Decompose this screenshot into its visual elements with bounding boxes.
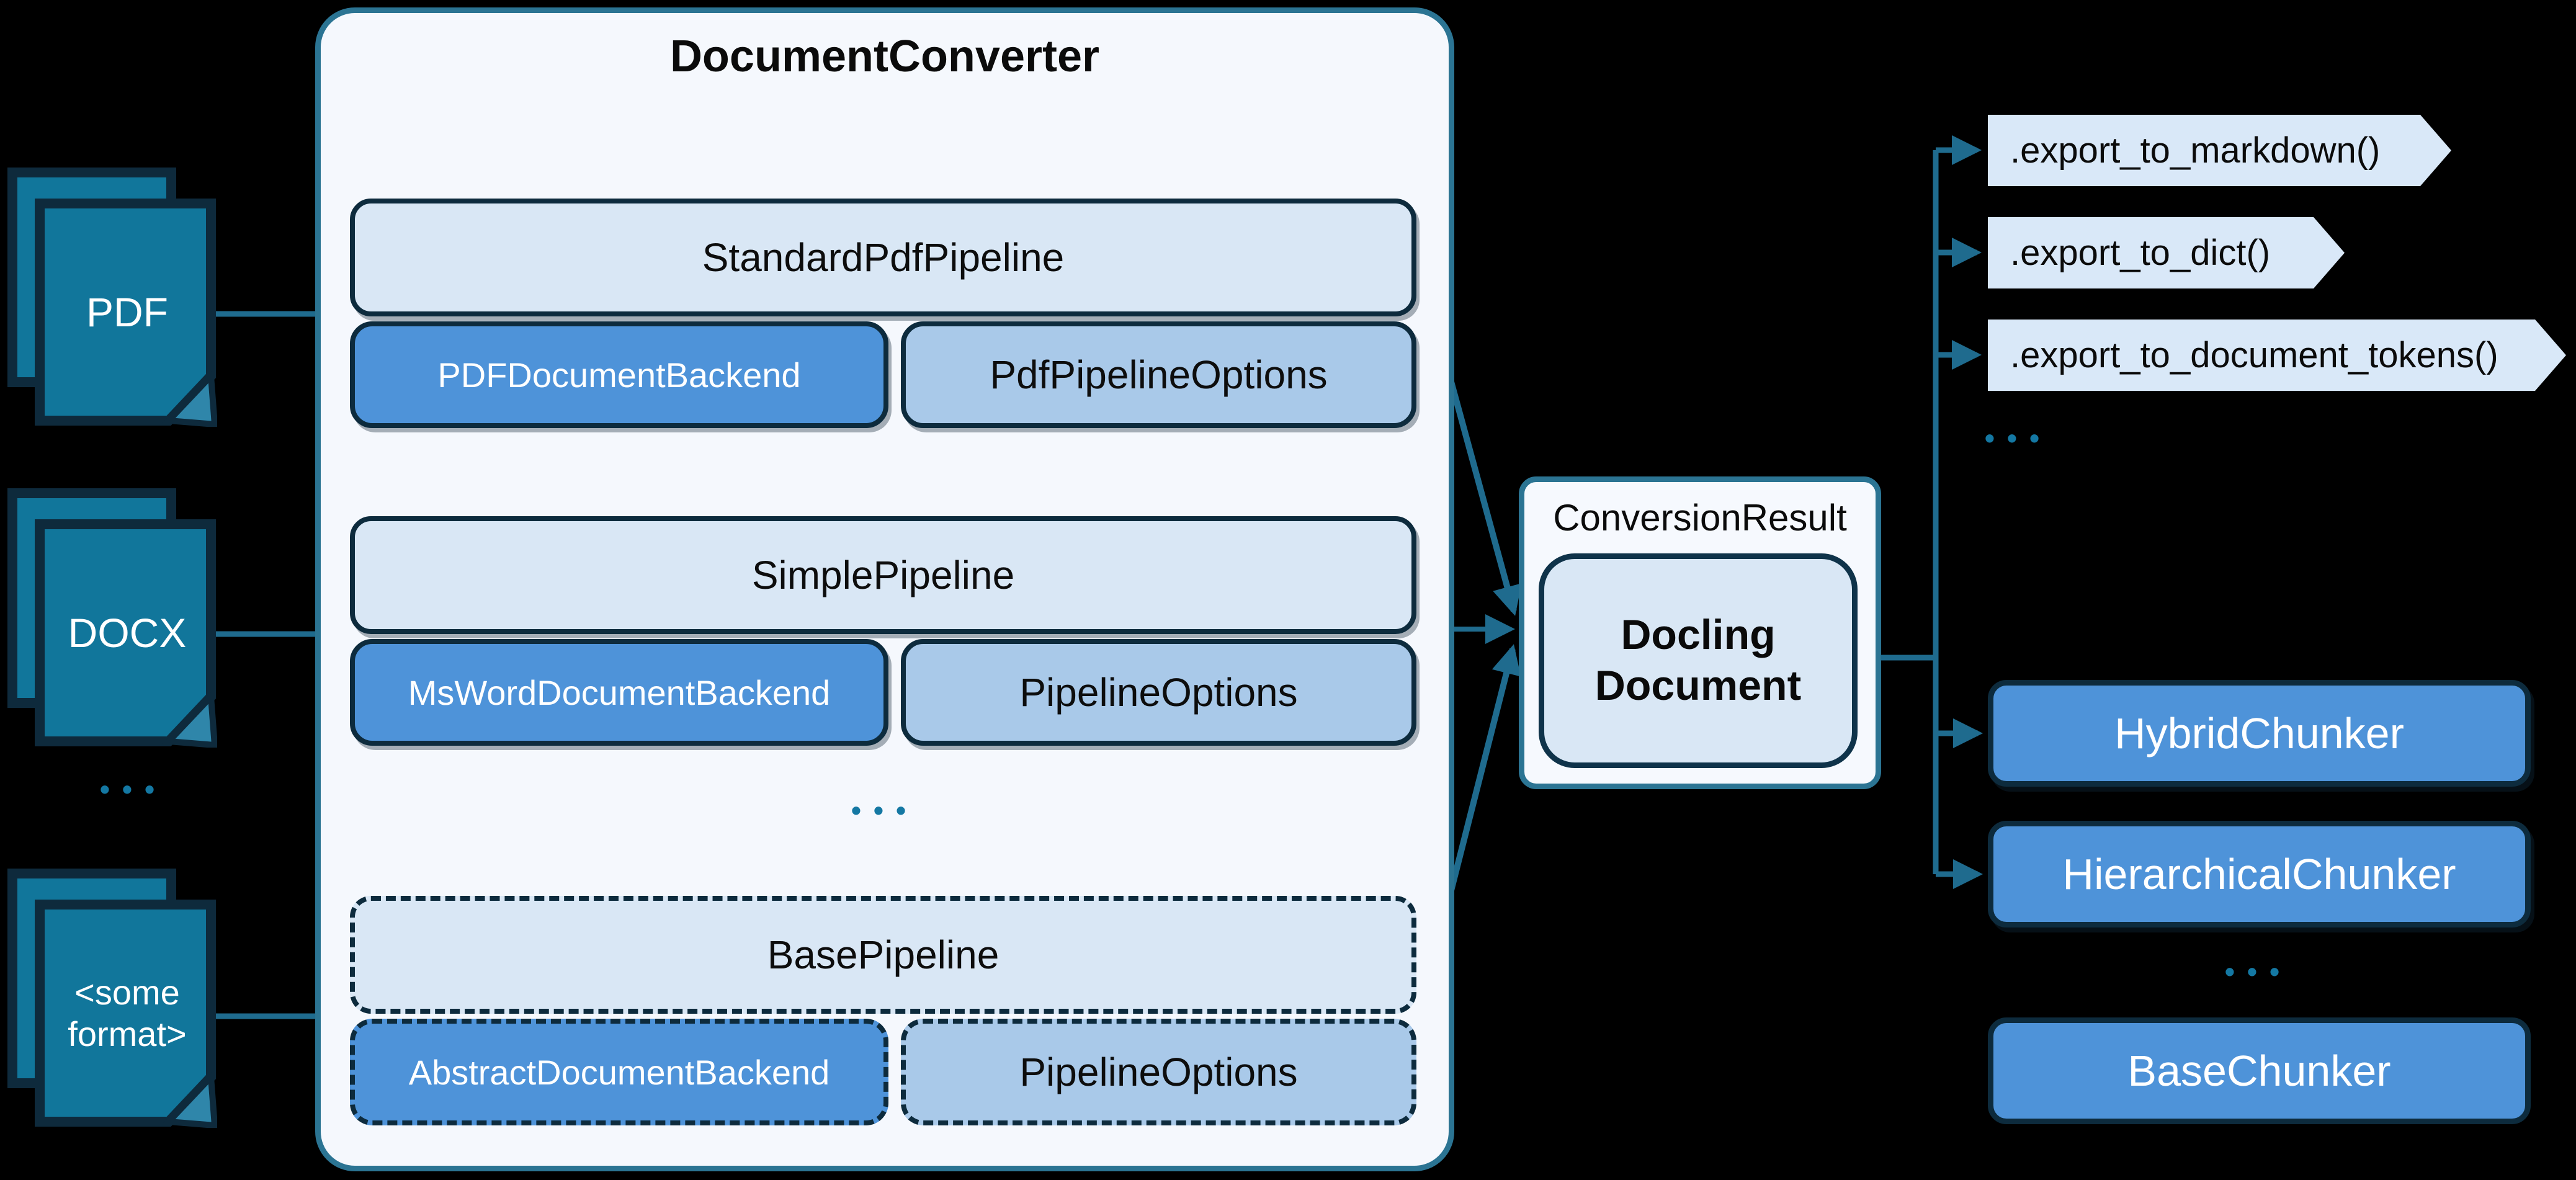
input-pdf-label: PDF xyxy=(86,289,168,335)
document-stack-icon xyxy=(7,488,218,749)
input-some-format-label: <some format> xyxy=(68,972,187,1053)
options-base-pipeline: PipelineOptions xyxy=(901,1019,1416,1125)
exports-ellipsis: ••• xyxy=(1984,422,2052,454)
document-stack-icon xyxy=(7,168,218,428)
docling-document-box: Docling Document xyxy=(1539,553,1858,768)
options-pdf-pipeline: PdfPipelineOptions xyxy=(901,321,1416,428)
hybrid-chunker-box: HybridChunker xyxy=(1988,680,2531,787)
base-chunker-box: BaseChunker xyxy=(1988,1017,2531,1124)
export-to-markdown-chevron: .export_to_markdown() xyxy=(1988,115,2451,186)
pipelines-ellipsis: ••• xyxy=(851,794,919,826)
backend-pdf-document: PDFDocumentBackend xyxy=(350,321,888,428)
pipeline-standard-pdf: StandardPdfPipeline xyxy=(350,199,1416,316)
inputs-ellipsis: ••• xyxy=(99,773,168,805)
hierarchical-chunker-box: HierarchicalChunker xyxy=(1988,821,2531,927)
input-some-format xyxy=(6,867,218,1129)
document-stack-icon xyxy=(7,869,218,1129)
pipeline-base: BasePipeline xyxy=(350,896,1416,1014)
conversion-result-label: ConversionResult xyxy=(1553,497,1847,539)
backend-abstract-document: AbstractDocumentBackend xyxy=(350,1019,888,1125)
input-docx-label: DOCX xyxy=(68,610,187,656)
input-pdf xyxy=(6,166,218,428)
options-pipeline: PipelineOptions xyxy=(901,639,1416,746)
pipeline-simple: SimplePipeline xyxy=(350,516,1416,634)
export-to-dict-chevron: .export_to_dict() xyxy=(1988,217,2345,288)
chunkers-ellipsis: ••• xyxy=(2224,955,2292,988)
input-docx xyxy=(6,487,218,749)
converter-title: DocumentConverter xyxy=(669,32,1100,81)
backend-msword-document: MsWordDocumentBackend xyxy=(350,639,888,746)
export-to-document-tokens-chevron: .export_to_document_tokens() xyxy=(1988,320,2566,391)
